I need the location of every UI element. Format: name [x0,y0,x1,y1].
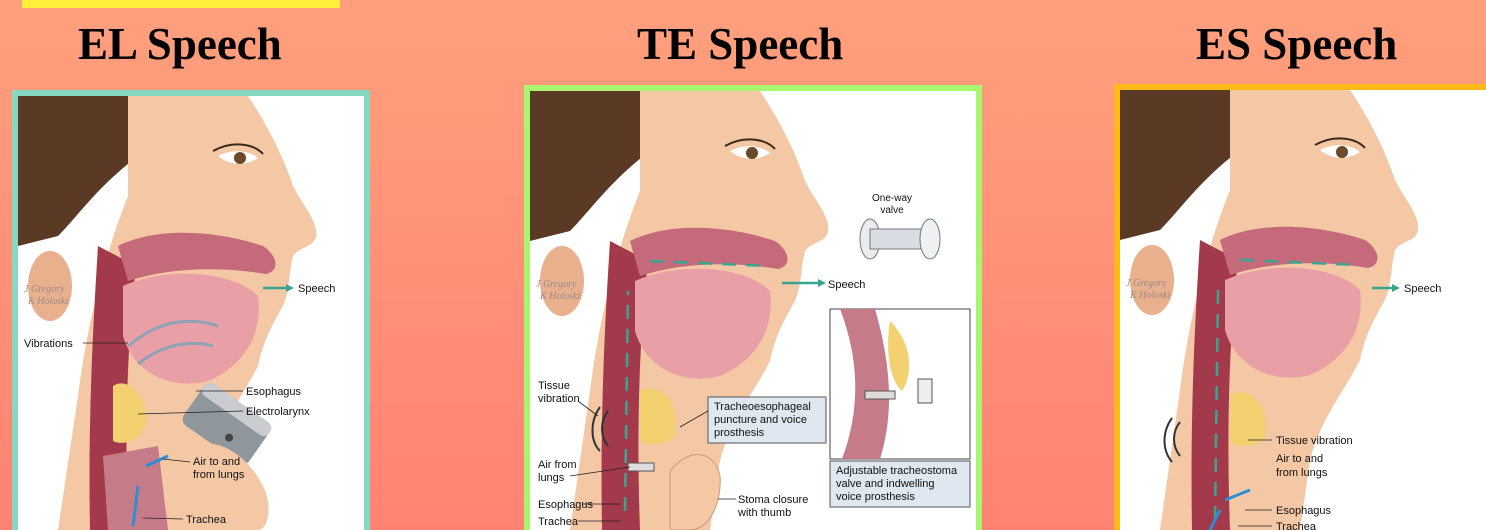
te-label-adjustable-3: voice prosthesis [836,491,915,503]
te-label-tissue-1: Tissue [538,380,570,392]
te-label-stoma-1: Stoma closure [738,494,808,506]
te-label-puncture-1: Tracheoesophageal [714,401,811,413]
el-watermark-1: J Gregory [24,284,65,295]
es-label-tissue: Tissue vibration [1276,435,1353,447]
te-label-trachea: Trachea [538,516,579,528]
te-label-esophagus: Esophagus [538,499,594,511]
el-label-air-2: from lungs [193,469,245,481]
te-label-valve-1: One-way [872,193,912,204]
el-label-trachea: Trachea [186,514,227,526]
te-label-adjustable-1: Adjustable tracheostoma [836,465,958,477]
es-label-esophagus: Esophagus [1276,505,1332,517]
el-label-air-1: Air to and [193,456,240,468]
el-speech-illustration: J Gregory K Holoski Speech Vibrations Es… [12,90,370,530]
es-label-air-2: from lungs [1276,467,1328,479]
te-label-air-2: lungs [538,472,565,484]
te-label-adjustable-2: valve and indwelling [836,478,934,490]
title-el-speech: EL Speech [78,18,282,70]
es-label-air-1: Air to and [1276,453,1323,465]
te-label-stoma-2: with thumb [737,507,791,519]
es-watermark-2: K Holoski [1129,290,1171,301]
te-label-tissue-2: vibration [538,393,580,405]
title-es-speech: ES Speech [1196,18,1397,70]
te-watermark-1: J Gregory [536,279,577,290]
te-label-valve-2: valve [880,205,904,216]
el-label-esophagus: Esophagus [246,386,302,398]
es-label-trachea: Trachea [1276,521,1317,530]
el-label-vibrations: Vibrations [24,338,73,350]
el-label-electrolarynx: Electrolarynx [246,406,310,418]
es-label-speech: Speech [1404,283,1441,295]
te-label-speech: Speech [828,279,865,291]
el-watermark-2: K Holoski [27,296,69,307]
te-speech-illustration: J Gregory K Holoski One-way valve Speech… [524,85,982,530]
highlight-bar [22,0,340,8]
te-label-puncture-3: prosthesis [714,427,765,439]
es-watermark-1: J Gregory [1126,278,1167,289]
title-te-speech: TE Speech [637,18,843,70]
te-watermark-2: K Holoski [539,291,581,302]
es-speech-illustration: J Gregory K Holoski Speech Tissue vibrat… [1114,84,1486,530]
el-label-speech: Speech [298,283,335,295]
te-label-air-1: Air from [538,459,577,471]
te-label-puncture-2: puncture and voice [714,414,807,426]
